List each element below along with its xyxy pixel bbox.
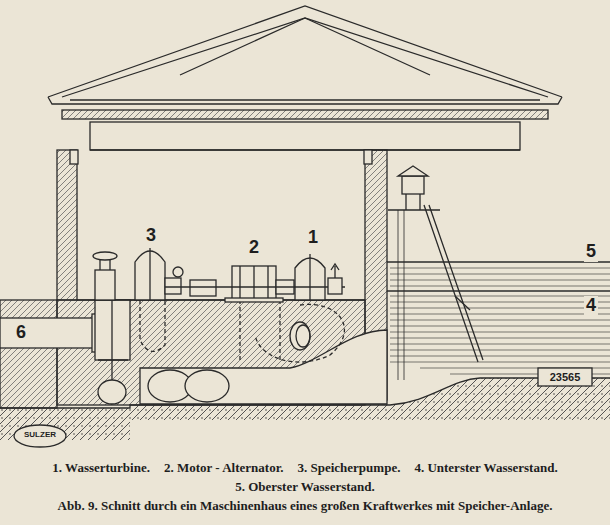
drawing-number: 23565 — [541, 371, 589, 383]
key-entry: 5. Oberster Wasserstand. — [235, 479, 375, 495]
callout-number: 6 — [14, 323, 28, 343]
watermark: SULZER — [20, 431, 60, 440]
figure-caption: Abb. 9. Schnitt durch ein Maschinenhaus … — [58, 498, 553, 514]
callout-number: 3 — [144, 226, 158, 246]
legend-row: 5. Oberster Wasserstand. — [0, 479, 610, 495]
key-entry: 2. Motor - Alternator. — [164, 460, 284, 476]
caption-row: Abb. 9. Schnitt durch ein Maschinenhaus … — [0, 498, 610, 514]
key-entry: 4. Unterster Wasserstand. — [414, 460, 557, 476]
callout-number: 1 — [306, 228, 320, 248]
key-entry: 1. Wasserturbine. — [52, 460, 150, 476]
callout-number: 4 — [584, 296, 598, 316]
callout-number: 2 — [247, 238, 261, 258]
key-entry: 3. Speicherpumpe. — [297, 460, 400, 476]
legend-row: 1. Wasserturbine. 2. Motor - Alternator. 3… — [0, 460, 610, 476]
callout-number: 5 — [584, 242, 598, 262]
